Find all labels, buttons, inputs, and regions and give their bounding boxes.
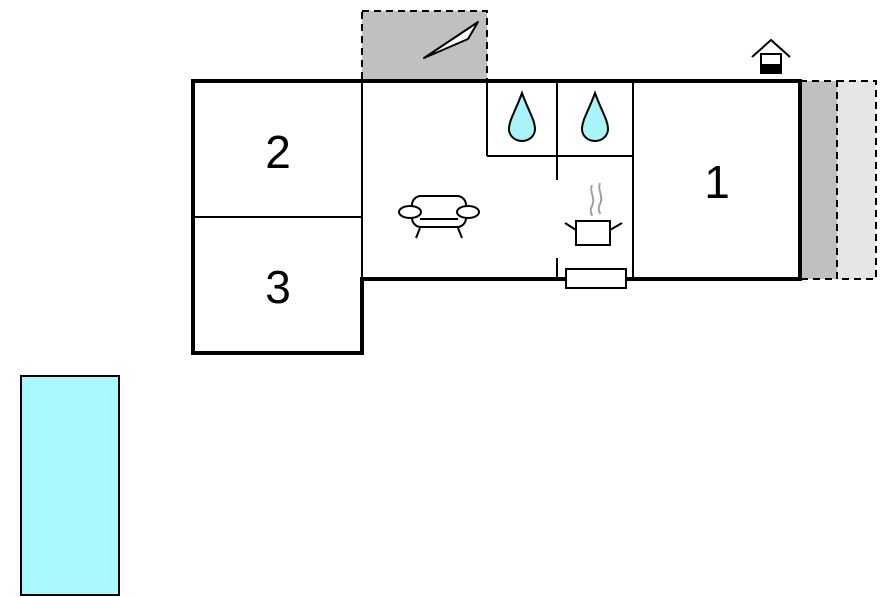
room-label-2: 2 (265, 126, 291, 178)
terrace-right (799, 80, 877, 280)
room-label-1: 1 (704, 156, 730, 208)
pool (20, 375, 120, 596)
water-drop-icon (507, 89, 537, 143)
water-drop-icon (580, 89, 610, 143)
sofa-icon (398, 195, 480, 239)
terrace-top (361, 10, 488, 83)
interior-walls (193, 81, 634, 279)
terrace-roof-icon (423, 21, 479, 59)
house-entrance-icon (751, 38, 791, 74)
radiator-icon (565, 268, 627, 289)
cooking-pot-icon (564, 182, 623, 246)
room-label-3: 3 (265, 261, 291, 313)
